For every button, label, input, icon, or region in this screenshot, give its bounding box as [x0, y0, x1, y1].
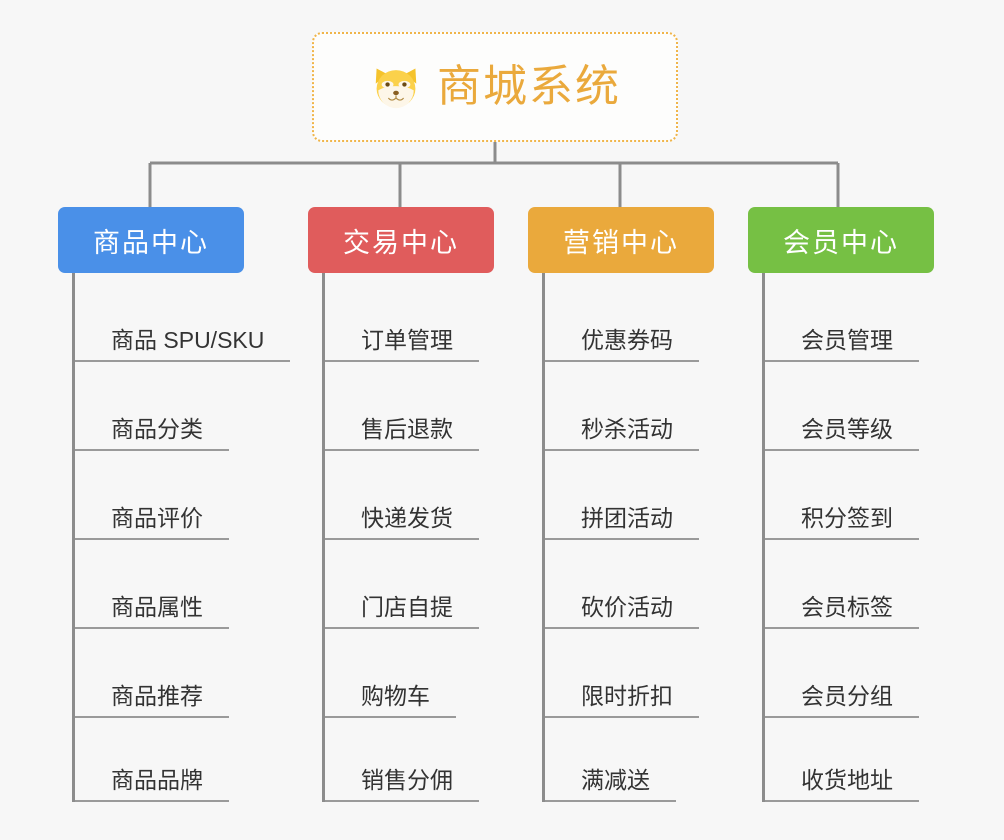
category-title: 营销中心 — [563, 227, 679, 258]
leaf-underline — [545, 716, 699, 718]
category-title: 商品中心 — [93, 227, 209, 258]
leaf-underline — [765, 360, 919, 362]
leaf-underline — [325, 716, 456, 718]
category-header-product[interactable]: 商品中心 — [58, 207, 244, 273]
leaf-label: 砍价活动 — [581, 593, 673, 620]
leaf-label: 优惠券码 — [581, 326, 673, 353]
leaf-underline — [75, 716, 229, 718]
leaf-underline — [75, 627, 229, 629]
list-item[interactable]: 砍价活动 — [545, 540, 748, 629]
leaf-label: 积分签到 — [801, 504, 893, 531]
category-column-trade: 交易中心 订单管理 售后退款 快递发货 门店自提 购物车 — [308, 207, 528, 802]
list-item[interactable]: 商品推荐 — [75, 629, 278, 718]
leaf-underline — [765, 538, 919, 540]
leaf-label: 商品推荐 — [111, 682, 203, 709]
leaf-underline — [325, 449, 479, 451]
list-item[interactable]: 限时折扣 — [545, 629, 748, 718]
list-item[interactable]: 积分签到 — [765, 451, 968, 540]
leaf-underline — [75, 800, 229, 802]
list-item[interactable]: 购物车 — [325, 629, 528, 718]
list-item[interactable]: 商品 SPU/SKU — [75, 273, 290, 362]
leaf-underline — [75, 538, 229, 540]
category-column-marketing: 营销中心 优惠券码 秒杀活动 拼团活动 砍价活动 限时折扣 — [528, 207, 748, 802]
list-item[interactable]: 优惠券码 — [545, 273, 748, 362]
category-title: 会员中心 — [783, 227, 899, 258]
leaf-label: 收货地址 — [801, 766, 893, 793]
leaf-label: 会员标签 — [801, 593, 893, 620]
category-column-product: 商品中心 商品 SPU/SKU 商品分类 商品评价 商品属性 商品推荐 — [58, 207, 290, 802]
leaf-underline — [545, 800, 676, 802]
leaf-label: 订单管理 — [361, 326, 453, 353]
leaf-label: 满减送 — [581, 766, 650, 793]
list-item[interactable]: 秒杀活动 — [545, 362, 748, 451]
root-title: 商城系统 — [437, 62, 621, 111]
leaf-list-marketing: 优惠券码 秒杀活动 拼团活动 砍价活动 限时折扣 满减送 — [542, 273, 748, 802]
shiba-dog-icon — [375, 68, 417, 109]
list-item[interactable]: 售后退款 — [325, 362, 528, 451]
list-item[interactable]: 收货地址 — [765, 718, 968, 802]
leaf-label: 门店自提 — [361, 593, 453, 620]
list-item[interactable]: 会员管理 — [765, 273, 968, 362]
leaf-list-product: 商品 SPU/SKU 商品分类 商品评价 商品属性 商品推荐 商品品牌 — [72, 273, 290, 802]
leaf-underline — [325, 360, 479, 362]
list-item[interactable]: 商品分类 — [75, 362, 278, 451]
list-item[interactable]: 商品属性 — [75, 540, 278, 629]
category-column-member: 会员中心 会员管理 会员等级 积分签到 会员标签 会员分组 — [748, 207, 968, 802]
leaf-label: 快递发货 — [361, 504, 453, 531]
list-item[interactable]: 会员分组 — [765, 629, 968, 718]
leaf-label: 商品属性 — [111, 593, 203, 620]
category-header-marketing[interactable]: 营销中心 — [528, 207, 714, 273]
leaf-underline — [75, 360, 290, 362]
leaf-underline — [765, 627, 919, 629]
leaf-label: 购物车 — [361, 682, 430, 709]
leaf-label: 会员等级 — [801, 415, 893, 442]
list-item[interactable]: 快递发货 — [325, 451, 528, 540]
leaf-underline — [545, 360, 699, 362]
category-header-member[interactable]: 会员中心 — [748, 207, 934, 273]
list-item[interactable]: 会员等级 — [765, 362, 968, 451]
list-item[interactable]: 满减送 — [545, 718, 748, 802]
leaf-underline — [765, 800, 919, 802]
leaf-label: 销售分佣 — [361, 766, 453, 793]
leaf-underline — [325, 538, 479, 540]
leaf-label: 拼团活动 — [581, 504, 673, 531]
list-item[interactable]: 订单管理 — [325, 273, 528, 362]
leaf-list-member: 会员管理 会员等级 积分签到 会员标签 会员分组 收货地址 — [762, 273, 968, 802]
list-item[interactable]: 商品品牌 — [75, 718, 278, 802]
leaf-label: 秒杀活动 — [581, 415, 673, 442]
leaf-label: 会员分组 — [801, 682, 893, 709]
leaf-underline — [765, 449, 919, 451]
leaf-underline — [545, 538, 699, 540]
leaf-label: 售后退款 — [361, 415, 453, 442]
root-node[interactable]: 商城系统 — [312, 32, 678, 142]
list-item[interactable]: 门店自提 — [325, 540, 528, 629]
leaf-underline — [765, 716, 919, 718]
leaf-label: 商品分类 — [111, 415, 203, 442]
list-item[interactable]: 商品评价 — [75, 451, 278, 540]
leaf-underline — [325, 800, 479, 802]
list-item[interactable]: 会员标签 — [765, 540, 968, 629]
leaf-label: 会员管理 — [801, 326, 893, 353]
category-title: 交易中心 — [343, 227, 459, 258]
leaf-underline — [325, 627, 479, 629]
leaf-label: 商品评价 — [111, 504, 203, 531]
category-header-trade[interactable]: 交易中心 — [308, 207, 494, 273]
list-item[interactable]: 拼团活动 — [545, 451, 748, 540]
leaf-list-trade: 订单管理 售后退款 快递发货 门店自提 购物车 销售分佣 — [322, 273, 528, 802]
leaf-underline — [545, 449, 699, 451]
leaf-label: 商品 SPU/SKU — [111, 326, 265, 353]
leaf-underline — [75, 449, 229, 451]
leaf-label: 限时折扣 — [581, 682, 673, 709]
leaf-label: 商品品牌 — [111, 766, 203, 793]
leaf-underline — [545, 627, 699, 629]
list-item[interactable]: 销售分佣 — [325, 718, 528, 802]
